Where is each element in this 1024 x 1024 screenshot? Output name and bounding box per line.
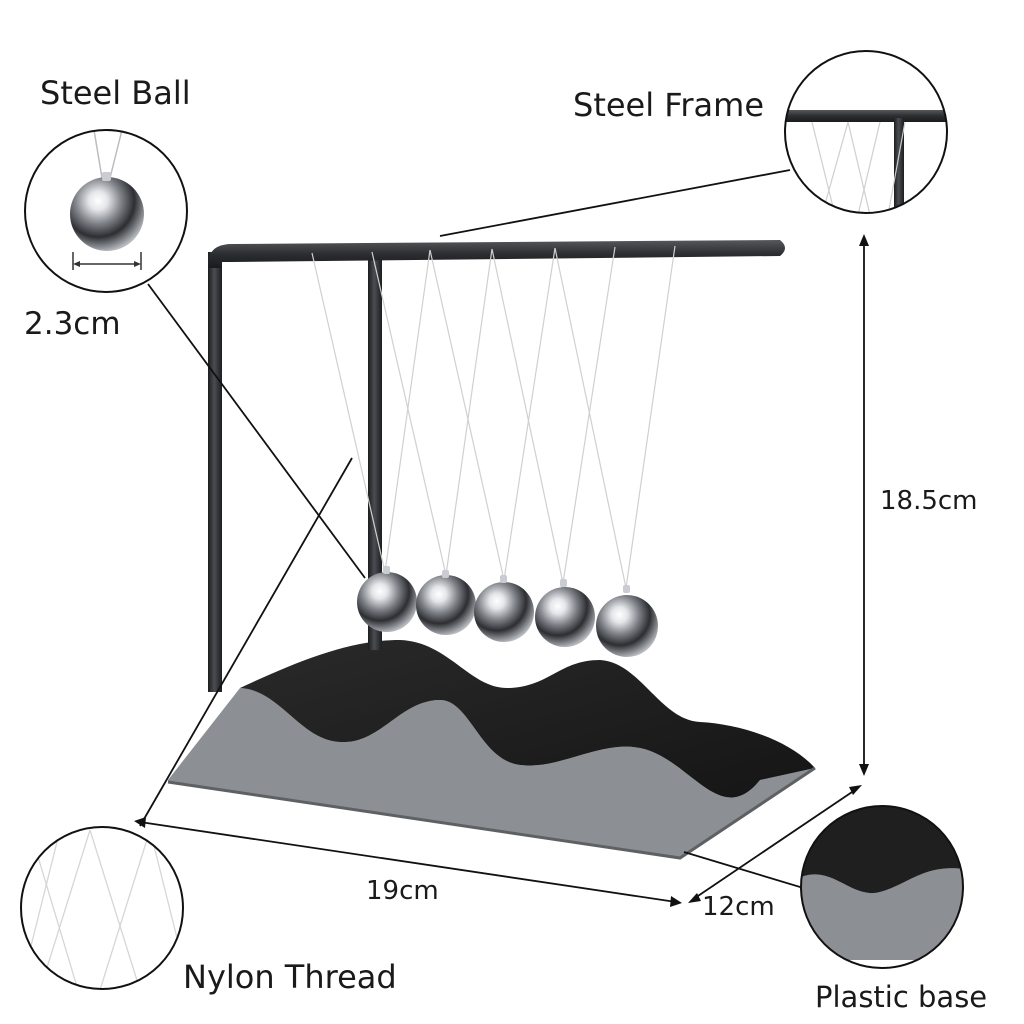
steel-ball <box>416 575 476 635</box>
nylon-threads <box>311 245 676 589</box>
frame-left-post <box>208 252 222 692</box>
steel-ball <box>535 587 595 647</box>
nylon-thread-label: Nylon Thread <box>183 958 397 996</box>
height-dimension-label: 18.5cm <box>880 486 978 516</box>
plastic-base-label: Plastic base <box>815 980 988 1014</box>
width-dimension-label: 19cm <box>366 876 439 906</box>
plastic-base <box>167 640 816 860</box>
plastic-base-detail-circle <box>800 805 964 969</box>
steel-frame-label: Steel Frame <box>573 86 764 124</box>
nylon-thread-detail-circle <box>20 826 184 990</box>
ball-diameter-label: 2.3cm <box>24 306 121 342</box>
base-side-face <box>168 688 815 858</box>
dimension-arrows <box>134 234 869 907</box>
steel-ball-label: Steel Ball <box>40 74 191 112</box>
frame-top-bar <box>208 240 785 268</box>
depth-dimension-label: 12cm <box>702 892 775 922</box>
base-top-face <box>240 640 815 798</box>
steel-frame-detail-circle <box>784 50 948 214</box>
steel-ball <box>357 572 417 632</box>
frame-middle-post <box>368 258 382 650</box>
steel-ball-detail-circle <box>24 129 188 293</box>
steel-frame <box>208 240 785 692</box>
leader-lines <box>139 169 821 894</box>
steel-ball <box>596 595 658 657</box>
steel-balls <box>357 566 658 657</box>
steel-ball <box>474 582 534 642</box>
